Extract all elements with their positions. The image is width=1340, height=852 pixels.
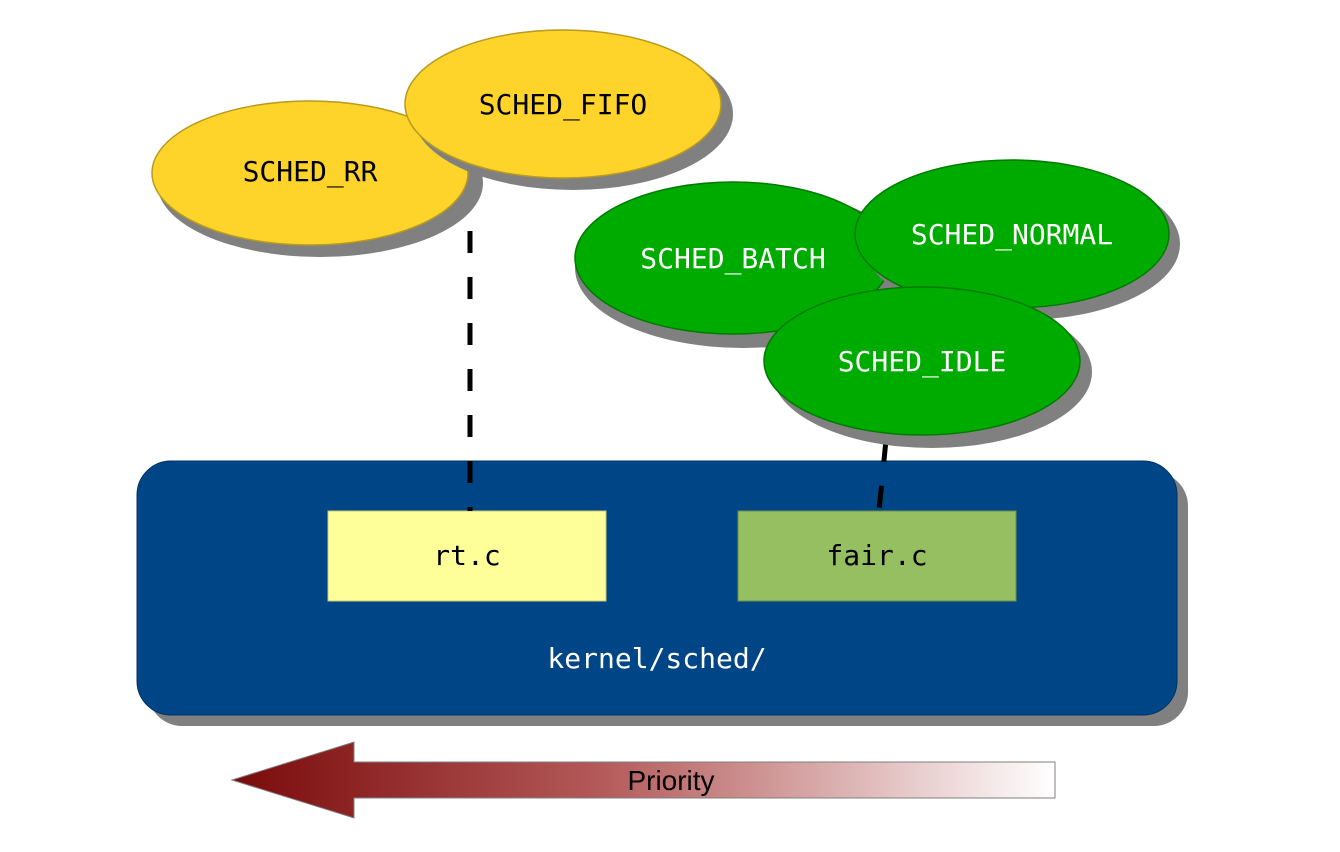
priority-arrow: Priority <box>230 741 1056 819</box>
priority-label: Priority <box>627 765 714 796</box>
sched-fifo-label: SCHED_FIFO <box>479 88 648 122</box>
sched-idle-ellipse: SCHED_IDLE <box>763 286 1092 448</box>
kernel-sched-label: kernel/sched/ <box>547 642 766 675</box>
sched-batch-label: SCHED_BATCH <box>640 242 825 276</box>
sched-rr-label: SCHED_RR <box>243 155 378 189</box>
fair-connector <box>876 439 889 512</box>
rt-c-file: rt.c <box>327 510 607 602</box>
kernel-sched-box: kernel/sched/ <box>136 460 1188 726</box>
fair-c-label: fair.c <box>826 539 927 572</box>
sched-fifo-ellipse: SCHED_FIFO <box>404 29 733 190</box>
sched-rr-ellipse: SCHED_RR <box>151 100 483 257</box>
sched-idle-label: SCHED_IDLE <box>838 345 1007 379</box>
fair-c-file: fair.c <box>737 510 1017 602</box>
rt-c-label: rt.c <box>433 539 500 572</box>
sched-normal-label: SCHED_NORMAL <box>911 218 1113 252</box>
